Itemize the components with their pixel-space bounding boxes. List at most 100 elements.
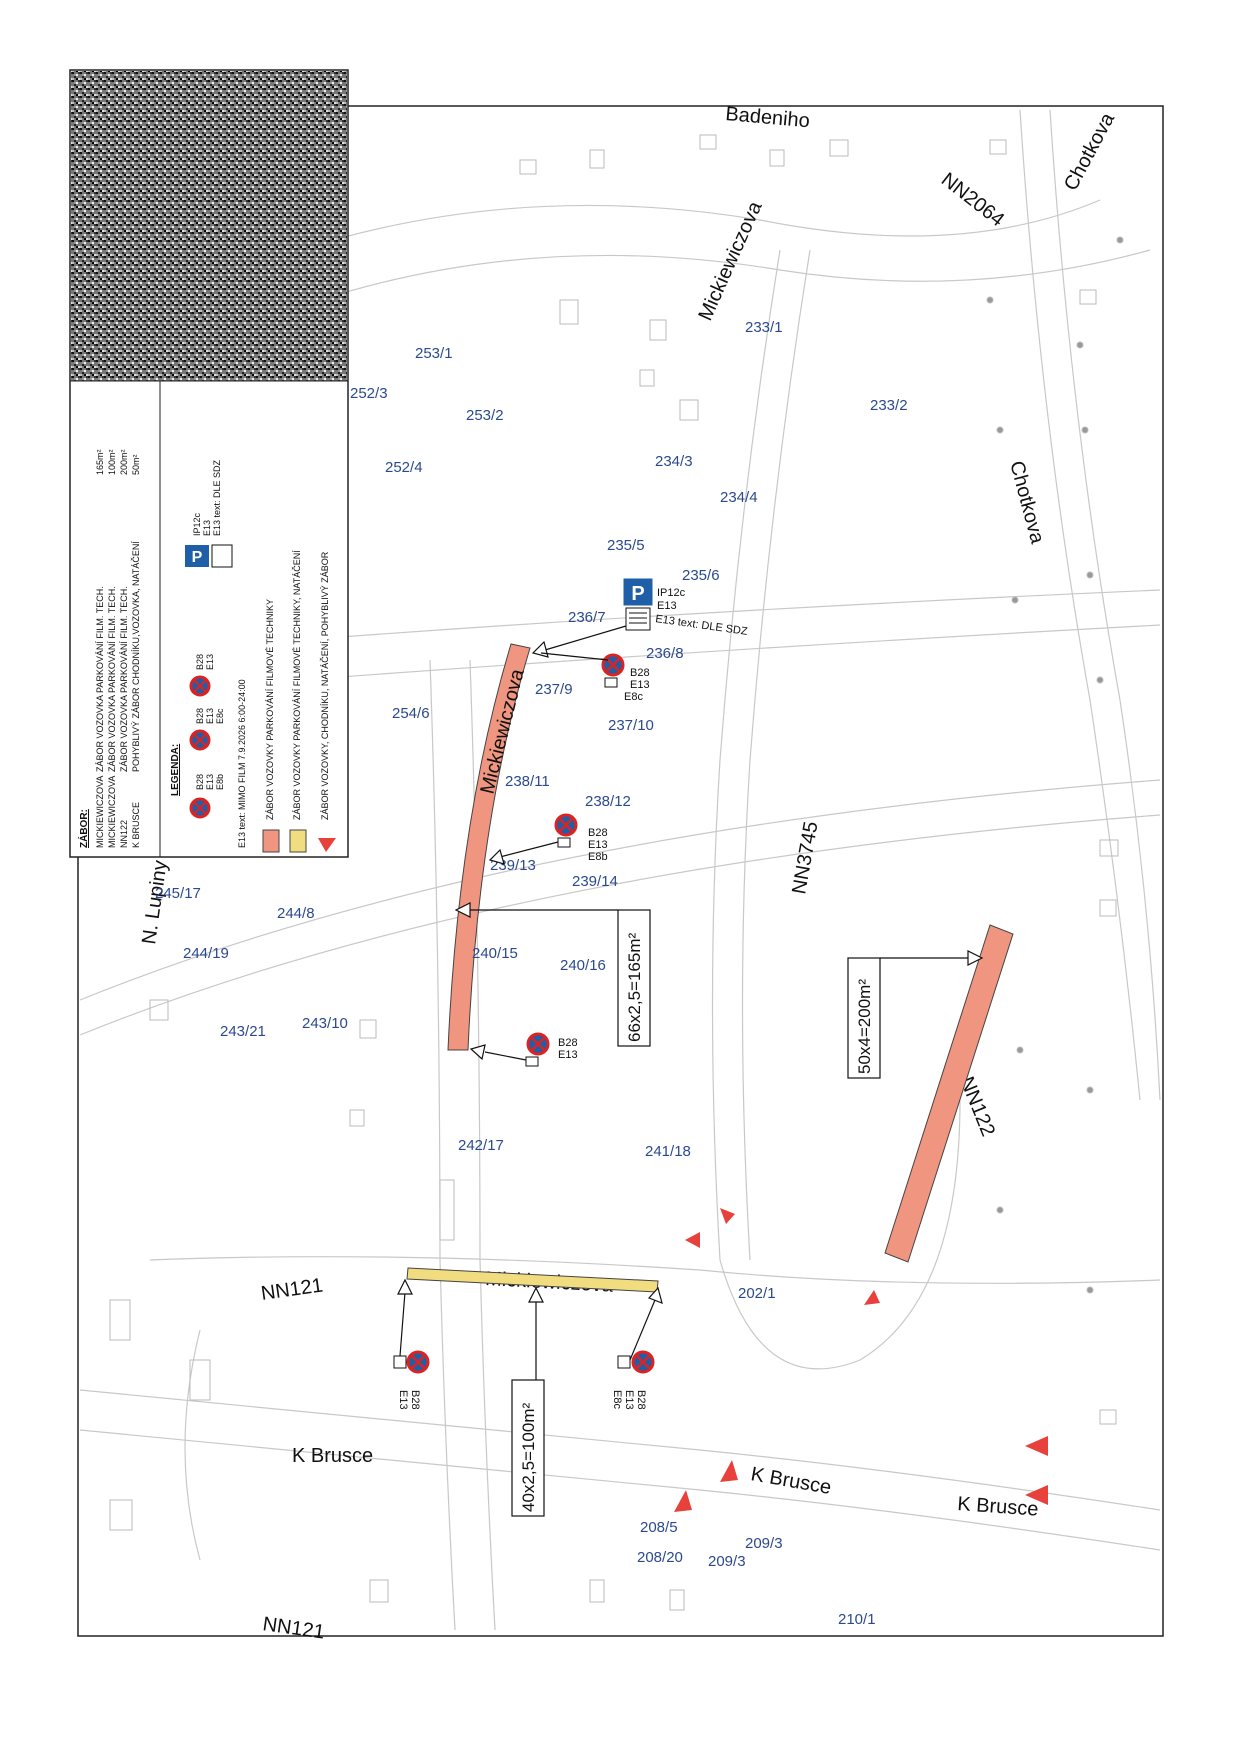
parcel-236-7: 236/7 — [568, 609, 606, 626]
legend-zabor-title: ZÁBOR: — [77, 809, 90, 848]
legend-sign-2: B28 E13 E8c — [189, 708, 225, 751]
b28-d-1: B28 — [409, 1390, 421, 1410]
parcel-244-8: 244/8 — [277, 905, 315, 922]
parcel-252-3: 252/3 — [350, 385, 388, 402]
road-network — [79, 109, 1161, 1631]
svg-text:E8b: E8b — [215, 774, 225, 790]
svg-text:NN122: NN122 — [119, 820, 129, 848]
dimension-callouts: 66x2,5=165m² 50x4=200m² 40x2,5=100m² — [454, 902, 984, 1517]
parcel-209-3b: 209/3 — [708, 1553, 746, 1570]
faint-symbols — [109, 134, 1124, 1611]
zone-mickiewiczova-165 — [447, 643, 531, 1051]
dim-box-200 — [847, 957, 881, 1079]
svg-text:B28: B28 — [195, 774, 205, 790]
legend-panel: ZÁBOR: MICKIEWICZOVA ZÁBOR VOZOVKA PARKO… — [69, 69, 349, 858]
parcel-238-11: 238/11 — [505, 773, 550, 790]
svg-text:100m²: 100m² — [107, 449, 117, 475]
parcel-208-5: 208/5 — [640, 1519, 678, 1536]
parcel-237-10: 237/10 — [608, 717, 654, 734]
parcel-236-8: 236/8 — [646, 645, 684, 662]
b28-e-3: E8c — [611, 1390, 623, 1409]
svg-text:E13: E13 — [205, 654, 215, 670]
b28-e-1: B28 — [635, 1390, 647, 1410]
svg-text:IP12c: IP12c — [192, 512, 202, 536]
parcel-253-1: 253/1 — [415, 345, 453, 362]
ip-label-2: E13 — [657, 600, 677, 612]
svg-text:E8c: E8c — [215, 708, 225, 724]
ip-label-1: IP12c — [657, 587, 686, 599]
parcel-237-9: 237/9 — [535, 681, 573, 698]
parcel-209-3a: 209/3 — [745, 1535, 783, 1552]
b28-e-2: E13 — [623, 1390, 635, 1410]
svg-text:E13 text: DLE SDZ: E13 text: DLE SDZ — [212, 459, 222, 536]
parcel-240-15: 240/15 — [472, 945, 518, 962]
svg-text:B28: B28 — [195, 654, 205, 670]
svg-text:POHYBLIVÝ ZÁBOR CHODNÍKU,VOZOV: POHYBLIVÝ ZÁBOR CHODNÍKU,VOZOVKA, NATÁČE… — [131, 541, 141, 772]
b28-sign-d: B28 E13 — [393, 1278, 430, 1410]
zabor-rows: MICKIEWICZOVA ZÁBOR VOZOVKA PARKOVÁNÍ FI… — [95, 449, 141, 848]
parcel-234-3: 234/3 — [655, 453, 693, 470]
redacted-noise-block — [71, 71, 347, 381]
svg-text:E13: E13 — [202, 520, 212, 536]
zone-nn122-200 — [884, 924, 1014, 1263]
parcel-235-5: 235/5 — [607, 537, 645, 554]
svg-text:MICKIEWICZOVA: MICKIEWICZOVA — [107, 776, 117, 848]
svg-text:200m²: 200m² — [119, 449, 129, 475]
svg-text:50m²: 50m² — [131, 454, 141, 475]
svg-text:K BRUSCE: K BRUSCE — [131, 802, 141, 848]
svg-text:ZÁBOR VOZOVKA PARKOVÁNÍ FILM.: ZÁBOR VOZOVKA PARKOVÁNÍ FILM. TECH. — [119, 586, 129, 772]
svg-text:P: P — [192, 549, 203, 566]
street-k-brusce-left: K Brusce — [292, 1445, 373, 1467]
parcel-numbers: 233/1 233/2 253/1 252/3 253/2 252/4 234/… — [155, 319, 908, 1628]
parcel-210-1: 210/1 — [838, 1611, 876, 1628]
parcel-240-16: 240/16 — [560, 957, 606, 974]
dim-label-165: 66x2,5=165m² — [625, 933, 644, 1042]
b28-b-2: E13 — [588, 839, 608, 851]
legend-item-3: ZÁBOR VOZOVKY, CHODNÍKU, NATÁČENÍ, POHYB… — [320, 551, 330, 820]
b28-sign-a: B28 E13 E8c — [540, 652, 650, 703]
parcel-239-14: 239/14 — [572, 873, 618, 890]
parcel-243-21: 243/21 — [220, 1023, 266, 1040]
parcel-245-17: 245/17 — [155, 885, 201, 902]
b28-a-3: E8c — [624, 691, 643, 703]
legend-title: LEGENDA: — [170, 744, 181, 796]
red-arrows — [674, 1208, 1048, 1512]
b28-c-2: E13 — [558, 1049, 578, 1061]
svg-text:MICKIEWICZOVA: MICKIEWICZOVA — [95, 776, 105, 848]
dim-box-165 — [617, 909, 651, 1047]
b28-c-1: B28 — [558, 1037, 578, 1049]
svg-text:E13: E13 — [205, 708, 215, 724]
legend-e13-text: E13 text: MIMO FILM 7.9.2026 6:00-24:00 — [237, 679, 247, 848]
dim-label-200: 50x4=200m² — [855, 979, 874, 1074]
dim-box-100 — [511, 1379, 545, 1517]
b28-a-1: B28 — [630, 667, 650, 679]
parcel-233-1: 233/1 — [745, 319, 783, 336]
parcel-208-20: 208/20 — [637, 1549, 683, 1566]
parcel-241-18: 241/18 — [645, 1143, 691, 1160]
parcel-244-19: 244/19 — [183, 945, 229, 962]
svg-text:B28: B28 — [195, 708, 205, 724]
b28-a-2: E13 — [630, 679, 650, 691]
b28-sign-b: B28 E13 E8b — [488, 813, 608, 865]
legend-ip-sign: P IP12c E13 E13 text: DLE SDZ — [185, 459, 233, 568]
b28-d-2: E13 — [397, 1390, 409, 1410]
parcel-252-4: 252/4 — [385, 459, 423, 476]
svg-text:ZÁBOR VOZOVKA PARKOVÁNÍ FILM.: ZÁBOR VOZOVKA PARKOVÁNÍ FILM. TECH. — [95, 586, 105, 772]
svg-text:165m²: 165m² — [95, 449, 105, 475]
parcel-243-10: 243/10 — [302, 1015, 348, 1032]
svg-text:E13: E13 — [205, 774, 215, 790]
parcel-253-2: 253/2 — [466, 407, 504, 424]
parcel-234-4: 234/4 — [720, 489, 758, 506]
b28-sign-c: B28 E13 — [469, 1032, 578, 1067]
parcel-233-2: 233/2 — [870, 397, 908, 414]
dim-label-100: 40x2,5=100m² — [519, 1403, 538, 1512]
parcel-254-6: 254/6 — [392, 705, 430, 722]
parcel-235-6: 235/6 — [682, 567, 720, 584]
legend-sign-3: B28 E13 — [189, 654, 215, 697]
b28-b-3: E8b — [588, 851, 608, 863]
svg-text:ZÁBOR VOZOVKA PARKOVÁNÍ FILM.: ZÁBOR VOZOVKA PARKOVÁNÍ FILM. TECH. — [107, 586, 117, 772]
b28-b-1: B28 — [588, 827, 608, 839]
parcel-238-12: 238/12 — [585, 793, 631, 810]
parcel-242-17: 242/17 — [458, 1137, 504, 1154]
legend-item-1: ZÁBOR VOZOVKY PARKOVÁNÍ FILMOVÉ TECHNIKY — [265, 599, 275, 820]
